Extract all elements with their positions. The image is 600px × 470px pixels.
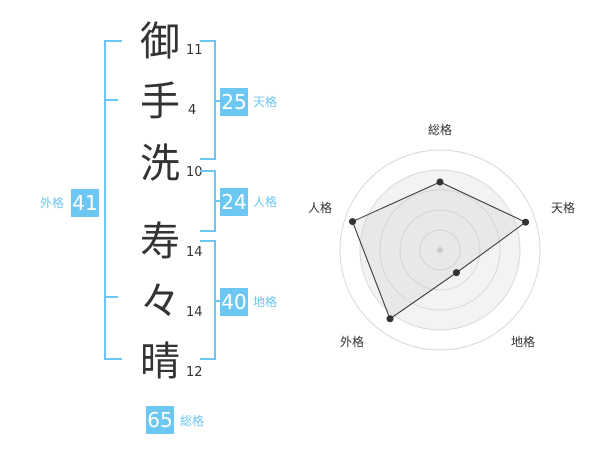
stroke-count-2: 4 [188, 103, 197, 118]
gaikaku-tick-2 [104, 296, 118, 298]
stroke-count-4: 14 [186, 245, 203, 260]
jinkaku-label: 人格 [253, 195, 278, 209]
stroke-count-1: 11 [186, 43, 203, 58]
name-char-2: 手 [140, 79, 180, 125]
name-char-4: 寿 [140, 219, 180, 265]
radar-label-tenkaku: 天格 [551, 201, 576, 215]
jinkaku-tick [214, 200, 220, 202]
name-char-5: 々 [140, 279, 180, 325]
name-char-3: 洗 [140, 141, 180, 187]
tenkaku-label: 天格 [253, 95, 278, 109]
soukaku-value: 65 [146, 406, 174, 434]
radar-label-jinkaku: 人格 [308, 201, 333, 215]
radar-label-soukaku: 総格 [428, 123, 453, 137]
gaikaku-bracket [104, 40, 122, 360]
stroke-count-3: 10 [186, 165, 203, 180]
radar-center [437, 247, 443, 253]
radar-point-4 [386, 315, 394, 323]
chikaku-value: 40 [220, 288, 248, 316]
radar-points [349, 178, 530, 323]
radar-label-chikaku: 地格 [511, 335, 536, 349]
chikaku-tick [214, 300, 220, 302]
stroke-count-5: 14 [186, 305, 203, 320]
radar-ring [399, 209, 481, 291]
radar-point-2 [522, 218, 530, 226]
stroke-count-6: 12 [186, 365, 203, 380]
radar-point-5 [349, 218, 357, 226]
radar-rings [339, 149, 541, 351]
radar-polygon-group [351, 181, 527, 320]
radar-polygon [351, 181, 527, 320]
name-char-1: 御 [140, 19, 180, 65]
tenkaku-tick [214, 100, 220, 102]
radar-point-3 [452, 269, 460, 277]
gaikaku-tick-1 [104, 99, 118, 101]
chikaku-label: 地格 [253, 295, 278, 309]
gaikaku-label: 外格 [40, 196, 65, 210]
radar-chart [339, 149, 541, 351]
gaikaku-value: 41 [71, 189, 99, 217]
jinkaku-value: 24 [220, 188, 248, 216]
name-char-6: 晴 [140, 339, 180, 385]
tenkaku-value: 25 [220, 88, 248, 116]
radar-point-1 [436, 178, 444, 186]
radar-ring [419, 229, 461, 271]
soukaku-label: 総格 [180, 414, 205, 428]
radar-label-gaikaku: 外格 [340, 335, 365, 349]
radar-ring [379, 189, 501, 311]
